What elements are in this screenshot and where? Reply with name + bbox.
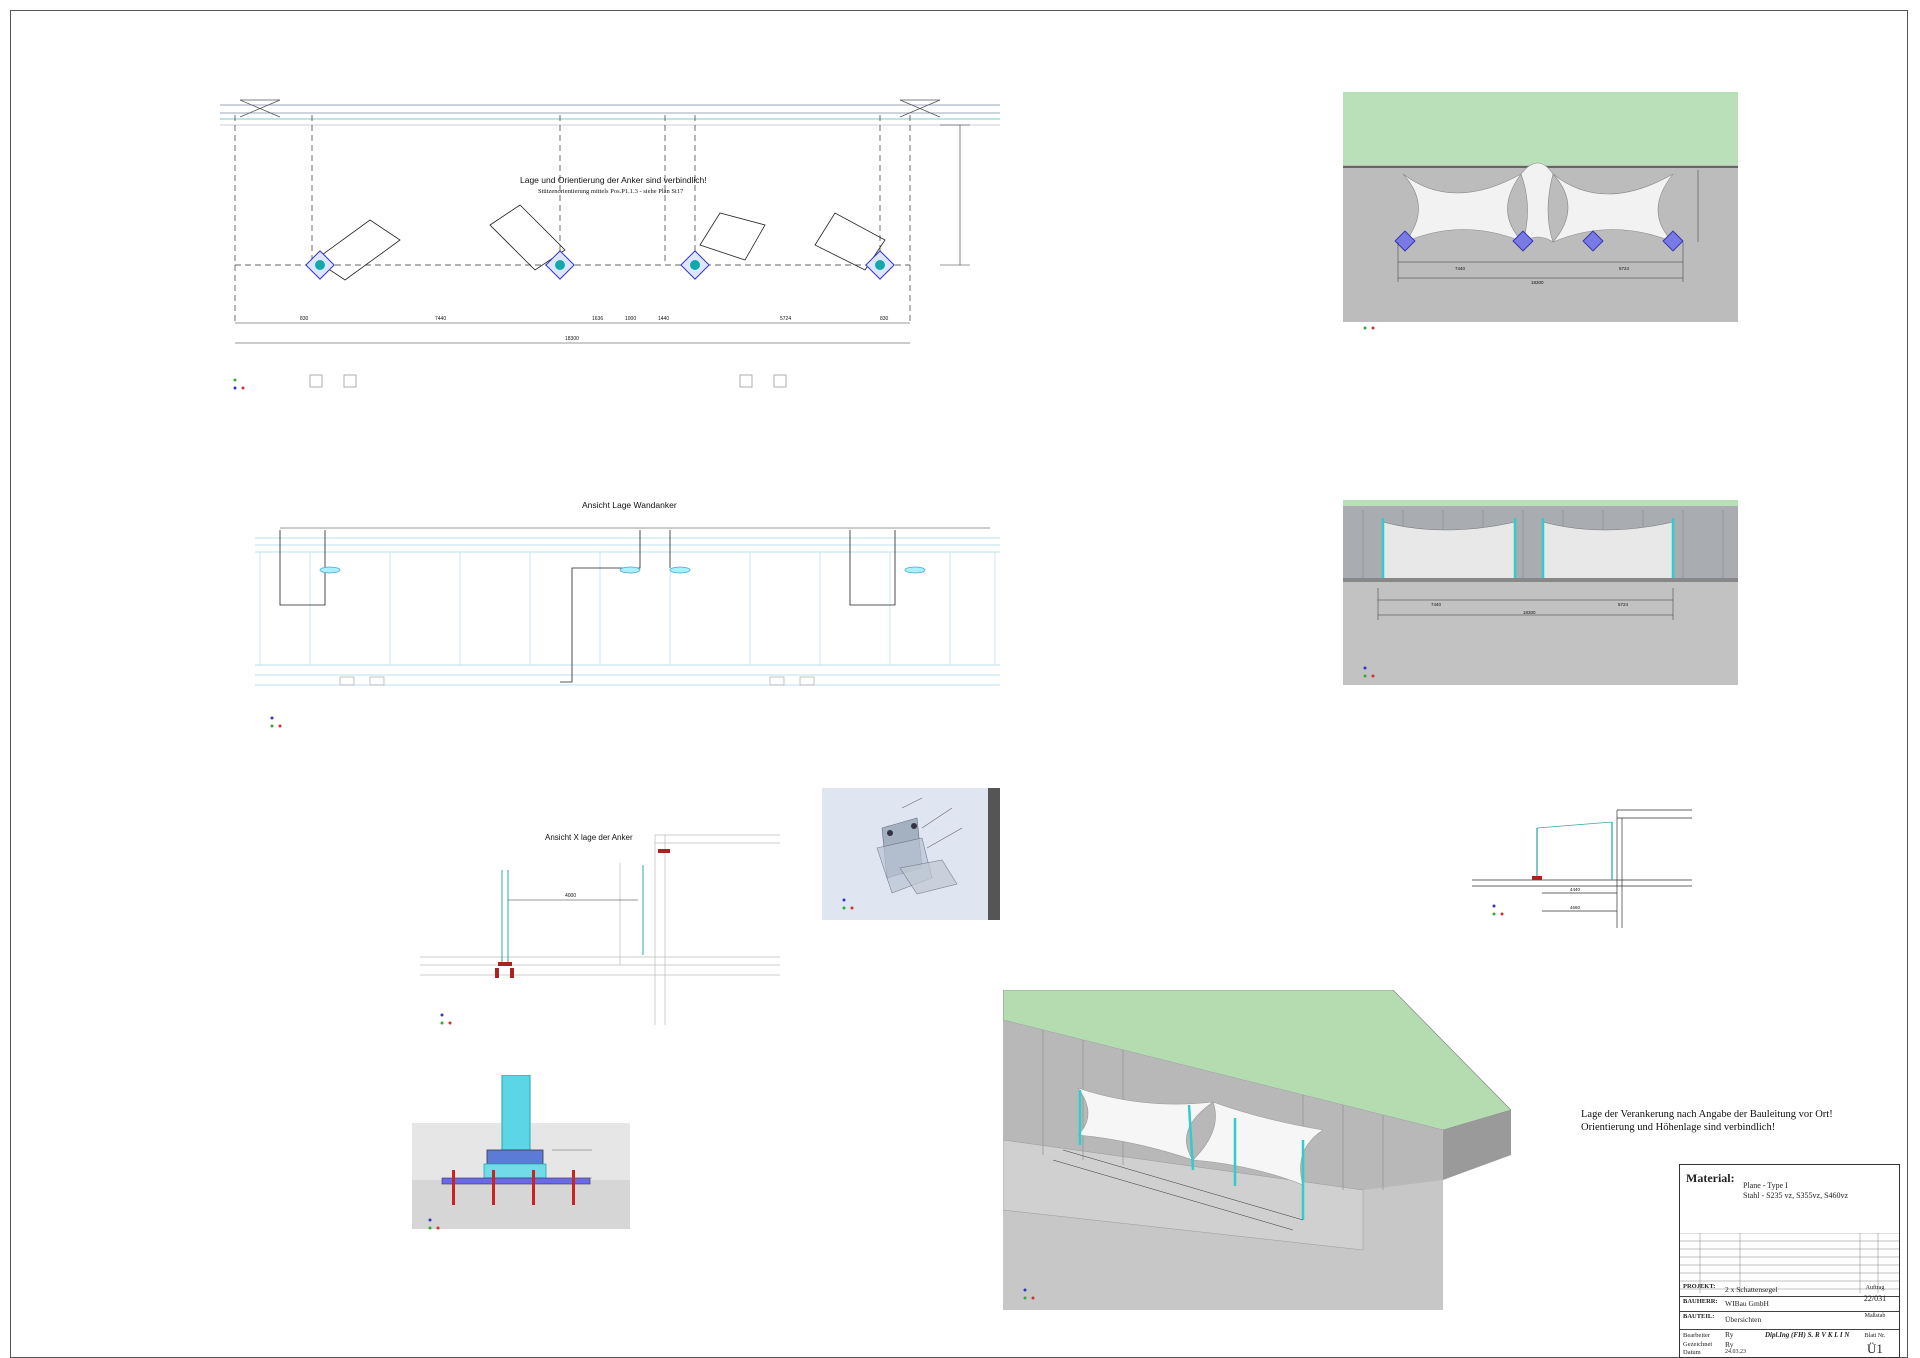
section-view-dim: 4000 <box>565 893 577 899</box>
render-top-dim-5: 5724 <box>1619 266 1630 271</box>
section-view-title: Ansicht X lage der Anker <box>545 833 633 842</box>
plan-dim-total: 18300 <box>565 336 579 342</box>
side-section-dim-0: 4440 <box>1570 887 1581 892</box>
plan-dim-1: 7440 <box>435 316 447 322</box>
plan-dim-4: 1440 <box>658 316 670 322</box>
projekt-label: PROJEKT: <box>1683 1283 1716 1290</box>
wall-view: Ansicht Lage Wandanker <box>250 500 1010 730</box>
projekt-row <box>1680 1296 1899 1297</box>
gezeichnet-value: Ry <box>1725 1340 1734 1349</box>
material-line-1: Plane - Type I <box>1743 1181 1788 1190</box>
anchoring-note-line1: Lage der Verankerung nach Angabe der Bau… <box>1581 1109 1833 1120</box>
material-heading: Material: <box>1686 1171 1735 1185</box>
bauherr-label: BAUHERR: <box>1683 1298 1718 1305</box>
side-section-dim-1: 4660 <box>1570 905 1581 910</box>
blatt-label: Blatt Nr. <box>1864 1333 1886 1339</box>
projekt-value: 2 x Schattensegel <box>1725 1285 1778 1294</box>
render-elevation-view: 7440 5724 18300 <box>1343 500 1738 690</box>
datum-label: Datum <box>1683 1349 1701 1356</box>
render-elev-dim-1: 7440 <box>1431 602 1442 607</box>
anchoring-note-line2: Orientierung und Höhenlage sind verbindl… <box>1581 1122 1776 1133</box>
connection-detail-render <box>822 788 1000 920</box>
isometric-render <box>1003 990 1511 1310</box>
plan-dim-5: 5724 <box>780 316 792 322</box>
render-elev-dim-5: 5724 <box>1618 602 1629 607</box>
massstab-label: Maßstab <box>1864 1313 1886 1319</box>
section-view: Ansicht X lage der Anker 4000 <box>420 815 780 1035</box>
bearbeiter-label: Bearbeiter <box>1683 1332 1711 1339</box>
bauherr-value: WIBau GmbH <box>1725 1299 1769 1308</box>
bearbeiter-row <box>1680 1329 1899 1330</box>
render-top-view: 7440 5724 18300 <box>1343 92 1738 332</box>
auftrag-label: Auftrag <box>1865 1285 1885 1291</box>
bearbeiter-value: Ry <box>1725 1330 1734 1339</box>
render-top-total: 18300 <box>1531 280 1544 285</box>
bauteil-value: Übersichten <box>1725 1315 1762 1324</box>
plan-view-title: Lage und Orientierung der Anker sind ver… <box>520 175 707 185</box>
material-line-2: Stahl - S235 vz, S355vz, S460vz <box>1743 1191 1849 1200</box>
anchor-markers <box>305 250 895 280</box>
plan-view-subtitle: Stützenorientierung mittels Pos.P1.1.3 -… <box>538 188 684 195</box>
gezeichnet-label: Gezeichnet <box>1683 1341 1713 1348</box>
column-base-render <box>412 1075 630 1235</box>
title-block: Material: Plane - Type I Stahl - S235 vz… <box>1679 1164 1900 1358</box>
office-name: Dipl.Ing (FH) S. R V K L I N <box>1765 1331 1850 1339</box>
bauteil-label: BAUTEIL: <box>1683 1313 1715 1320</box>
datum-value: 24.03.23 <box>1725 1349 1746 1355</box>
plan-dim-2: 1636 <box>592 316 604 322</box>
render-elev-total: 18300 <box>1523 610 1536 615</box>
plan-view: Lage und Orientierung der Anker sind ver… <box>220 95 1040 395</box>
render-top-dim-1: 7440 <box>1455 266 1466 271</box>
side-section: 4440 4660 <box>1472 808 1692 928</box>
blatt-value: Ü1 <box>1867 1341 1883 1356</box>
plan-dim-0: 830 <box>300 316 309 322</box>
plan-dim-3: 1000 <box>625 316 637 322</box>
revision-grid <box>1680 1233 1899 1293</box>
plan-dim-6: 830 <box>880 316 889 322</box>
wall-view-title: Ansicht Lage Wandanker <box>582 500 677 510</box>
anchoring-note: Lage der Verankerung nach Angabe der Bau… <box>1581 1108 1833 1134</box>
auftrag-value: 22/031 <box>1863 1294 1887 1303</box>
bauteil-row <box>1680 1311 1899 1312</box>
